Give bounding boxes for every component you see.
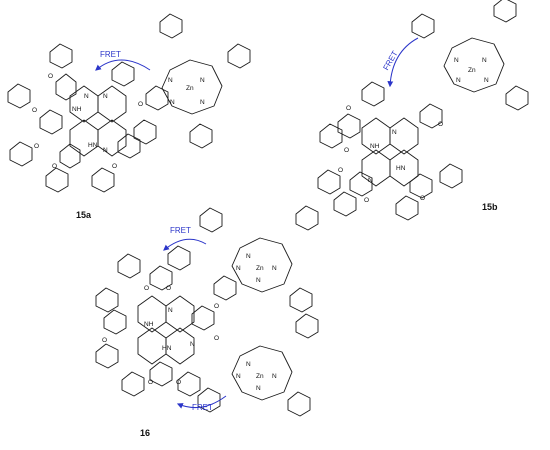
n-label: N: [168, 77, 173, 84]
zinc-porphyrin: Zn N N N N: [145, 13, 251, 149]
aryloxy-substituents: O O O O O O O: [95, 245, 219, 397]
fret-label-top: FRET: [170, 226, 191, 235]
oxygen-label: O: [52, 163, 57, 170]
compound-16: Zn N N N N Zn N N N N NH HN: [95, 205, 319, 438]
n-label: N: [170, 99, 175, 106]
fret-arrow: [387, 37, 419, 88]
aryloxy-substituents: O O O O O O: [317, 81, 463, 221]
compound-id: 16: [140, 428, 150, 438]
oxygen-label: O: [176, 379, 181, 386]
oxygen-label: O: [344, 147, 349, 154]
hn-label: HN: [396, 165, 406, 172]
oxygen-label: O: [112, 163, 117, 170]
fret-arrow: [95, 59, 151, 71]
oxygen-label: O: [214, 335, 219, 342]
n-label: N: [236, 265, 241, 272]
n-label: N: [482, 57, 487, 64]
n-label: N: [272, 373, 277, 380]
oxygen-label: O: [338, 167, 343, 174]
oxygen-label: O: [34, 143, 39, 150]
oxygen-label: O: [346, 105, 351, 112]
n-label: N: [168, 307, 173, 314]
n-label: N: [84, 93, 89, 100]
zinc-label: Zn: [468, 67, 476, 74]
n-label: N: [454, 57, 459, 64]
n-label: N: [368, 177, 373, 184]
nh-label: NH: [72, 106, 82, 113]
fret-arrow-bottom: [176, 395, 227, 409]
aryloxy-substituents: O O O O O O: [7, 43, 157, 193]
oxygen-label: O: [48, 73, 53, 80]
zinc-porphyrin-bottom: Zn N N N N: [197, 313, 319, 417]
hn-label: HN: [88, 142, 98, 149]
n-label: N: [256, 385, 261, 392]
hn-label: HN: [162, 345, 172, 352]
oxygen-label: O: [364, 197, 369, 204]
n-label: N: [256, 277, 261, 284]
n-label: N: [246, 361, 251, 368]
nh-label: NH: [370, 143, 380, 150]
phthalocyanine-core: NH HN N N: [103, 265, 215, 387]
phthalocyanine-core: NH HN N N: [337, 103, 443, 199]
compound-15a: NH HN N N N O O O O O O Zn N: [7, 13, 251, 220]
n-label: N: [190, 341, 195, 348]
fret-label: FRET: [100, 50, 121, 59]
n-label: N: [103, 93, 108, 100]
oxygen-label: O: [420, 195, 425, 202]
zinc-porphyrin: Zn N N N N: [411, 0, 529, 111]
oxygen-label: O: [148, 379, 153, 386]
fret-arrow-top: [163, 238, 207, 251]
oxygen-label: O: [214, 303, 219, 310]
oxygen-label: O: [144, 285, 149, 292]
n-label: N: [246, 253, 251, 260]
fret-label-bottom: FRET: [192, 403, 213, 412]
n-label: N: [200, 99, 205, 106]
oxygen-label: O: [102, 337, 107, 344]
oxygen-label: O: [138, 101, 143, 108]
nh-label: NH: [144, 321, 154, 328]
zinc-porphyrin-top: Zn N N N N: [199, 205, 319, 313]
compound-15b: Zn N N N N NH HN N N O: [317, 0, 529, 221]
oxygen-label: O: [438, 121, 443, 128]
oxygen-label: O: [166, 285, 171, 292]
fret-label: FRET: [381, 49, 399, 72]
oxygen-label: O: [32, 107, 37, 114]
compound-id: 15b: [482, 202, 498, 212]
compound-id: 15a: [76, 210, 92, 220]
phthalocyanine-core: NH HN N N N: [39, 61, 141, 169]
zinc-label: Zn: [256, 265, 264, 272]
n-label: N: [236, 373, 241, 380]
zinc-label: Zn: [256, 373, 264, 380]
n-label: N: [392, 129, 397, 136]
n-label: N: [456, 77, 461, 84]
n-label: N: [272, 265, 277, 272]
n-label: N: [200, 77, 205, 84]
n-label: N: [103, 147, 108, 154]
zinc-label: Zn: [186, 85, 194, 92]
n-label: N: [484, 77, 489, 84]
